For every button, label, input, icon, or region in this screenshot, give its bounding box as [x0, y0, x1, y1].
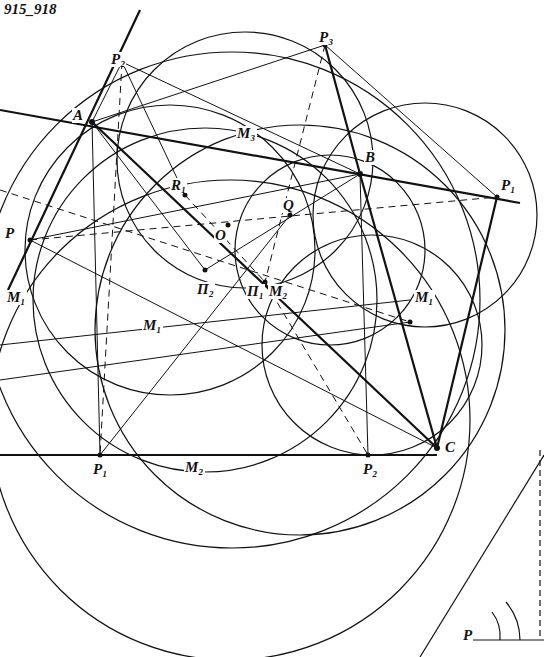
circle: [0, 52, 480, 548]
point-label: P₁: [92, 462, 108, 477]
point-label: B: [364, 150, 376, 165]
points: [28, 43, 500, 458]
circle: [117, 32, 373, 288]
construction-lines: [0, 45, 497, 455]
point-label: P₂: [110, 52, 126, 67]
point-label: M₂: [268, 284, 289, 299]
point-label: P₁: [500, 178, 516, 193]
figure-number: 915_918: [3, 2, 58, 17]
side-figure: [420, 450, 544, 657]
point-label: M₂: [184, 460, 205, 475]
point-label: Π₁: [246, 284, 265, 299]
circle: [33, 128, 377, 472]
circle: [313, 103, 537, 327]
point-label: P: [4, 226, 15, 241]
circle: [262, 235, 482, 455]
triangle: [0, 10, 520, 455]
point-label: C: [444, 440, 456, 455]
point-label: R₁: [170, 178, 187, 193]
circle: [25, 105, 315, 395]
point-label: M₁: [414, 290, 435, 305]
point-label: Π₂: [196, 282, 215, 297]
point-label: P₂: [362, 462, 378, 477]
dashed-lines: [0, 45, 497, 455]
point-label: P₃: [318, 30, 334, 45]
point-label: Q: [282, 198, 295, 213]
point-label: M₁: [142, 318, 163, 333]
point-label: M₁: [6, 290, 27, 305]
point-label: O: [214, 228, 227, 243]
point-label: P: [462, 628, 473, 643]
point-label: A: [72, 108, 84, 123]
point-label: M₃: [236, 126, 257, 141]
